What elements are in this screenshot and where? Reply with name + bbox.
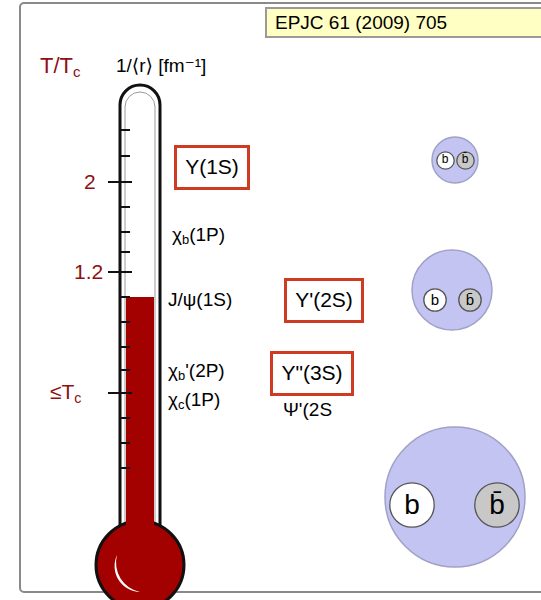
quark-circle: b̄ — [474, 482, 520, 528]
state-label: Υ'(2S) — [295, 288, 353, 312]
temperature-label: ≤Tc — [50, 380, 82, 406]
quark-circle: b — [389, 482, 435, 528]
state-label: χc(1P) — [168, 389, 220, 413]
state-label: Ψ'(2S — [283, 399, 332, 421]
frame — [20, 3, 541, 592]
state-label: Υ"(3S) — [281, 361, 342, 385]
state-label: J/ψ(1S) — [168, 289, 232, 311]
highlight-box: Υ'(2S) — [284, 278, 364, 323]
bulb-highlight — [115, 555, 140, 592]
bound-state-bubble — [412, 250, 492, 330]
state-label: χb'(2P) — [168, 360, 225, 384]
quark-label: b — [431, 291, 439, 308]
temperature-label: 1.2 — [74, 260, 103, 284]
bound-state-bubble — [432, 137, 478, 183]
mercury-column — [126, 297, 154, 547]
tick-marks — [108, 130, 132, 468]
quark-label: b̄ — [466, 291, 474, 308]
state-label: χc(1P) — [168, 389, 220, 413]
state-label: Υ(1S) — [185, 155, 239, 179]
state-label: χb'(2P) — [168, 360, 225, 384]
temperature-label: T/Tc — [40, 53, 80, 80]
temperature-label: T/Tc — [40, 53, 80, 80]
quark-circle: b — [436, 151, 455, 170]
quark-circle: b̄ — [456, 151, 475, 170]
state-label: χb(1P) — [172, 224, 225, 248]
state-label: χb(1P) — [172, 224, 225, 248]
bound-state-bubble — [385, 427, 525, 567]
state-label: Ψ'(2S — [283, 399, 332, 421]
quark-circle: b̄ — [458, 288, 482, 312]
reference-text: EPJC 61 (2009) 705 — [275, 12, 447, 34]
temperature-label: ≤Tc — [50, 380, 82, 406]
temperature-label: 2 — [84, 170, 96, 194]
temperature-label: 2 — [84, 170, 96, 194]
quark-circle: b — [423, 288, 447, 312]
reference-box: EPJC 61 (2009) 705 — [265, 7, 541, 38]
state-label: 1/⟨r⟩ [fm⁻¹] — [116, 55, 206, 77]
quark-label: b — [404, 489, 420, 521]
state-label: 1/⟨r⟩ [fm⁻¹] — [116, 55, 206, 77]
quark-label: b̄ — [489, 489, 505, 521]
highlight-box: Υ(1S) — [174, 145, 250, 190]
state-label: J/ψ(1S) — [168, 289, 232, 311]
highlight-box: Υ"(3S) — [270, 351, 354, 396]
quark-label: b — [442, 153, 449, 167]
temperature-label: 1.2 — [74, 260, 103, 284]
quark-label: b̄ — [462, 153, 469, 167]
